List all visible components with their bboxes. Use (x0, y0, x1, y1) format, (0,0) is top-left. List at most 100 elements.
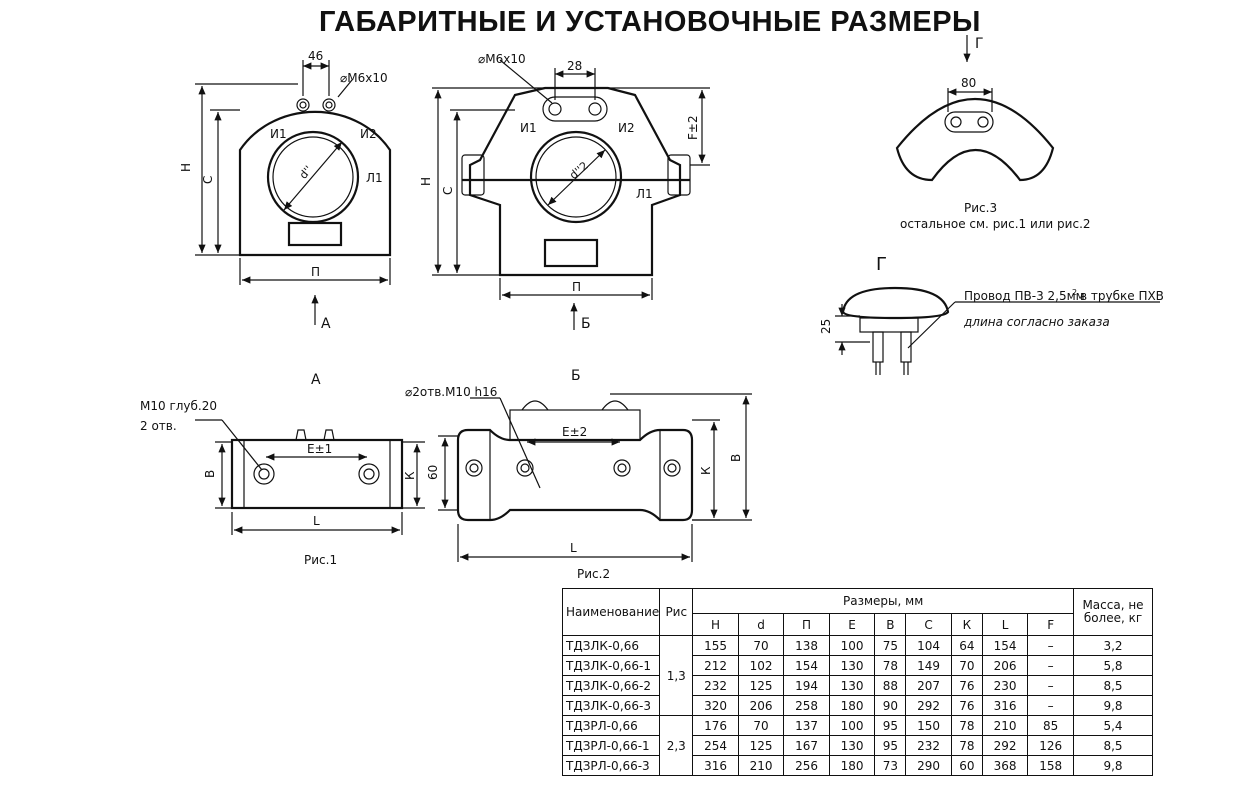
mass-cell: 9,8 (1073, 695, 1153, 716)
view-b-title: Б (571, 368, 581, 384)
dim-header: В (874, 613, 907, 636)
dim-cell: 138 (783, 635, 830, 656)
dim-cell: 125 (737, 675, 785, 696)
dim-cell: 180 (828, 755, 876, 776)
col-dims-header: Размеры, мм (692, 588, 1074, 614)
k-label-view-b: К (699, 466, 713, 475)
dim-cell: 95 (874, 715, 907, 736)
dim-cell: 78 (950, 735, 983, 756)
e2-label: Е±2 (562, 425, 587, 439)
view-g-title: Г (876, 254, 887, 275)
dim-cell: 85 (1027, 715, 1074, 736)
p-label-fig2: П (572, 280, 581, 294)
dim-cell: 207 (905, 675, 952, 696)
arrow-b-label: Б (581, 316, 591, 332)
dim-cell: 137 (783, 715, 830, 736)
e1-label: Е±1 (307, 442, 332, 456)
dim-header-row: Н d П Е В С К L F (563, 613, 1153, 636)
col-name-header: Наименование (561, 588, 661, 636)
view-b: Б ⌀2отв.М10 h16 Е±2 60 К В L (405, 368, 752, 562)
fig3-caption: Рис.3 (964, 201, 998, 215)
wire-note-2: в трубке ПХВ (1080, 289, 1164, 303)
dim-cell: 232 (905, 735, 952, 756)
dim-cell: 212 (692, 655, 739, 676)
dim-cell: – (1027, 655, 1074, 676)
view-a: А М10 глуб.20 2 отв. Е±1 В К L (140, 372, 425, 535)
dim-header: Е (828, 613, 876, 636)
dim-cell: 210 (981, 715, 1029, 736)
dim-cell: 126 (1027, 735, 1074, 756)
row-name: ТДЗРЛ-0,66-1 (561, 735, 661, 756)
dim-cell: 149 (905, 655, 952, 676)
p-label-fig1: П (311, 265, 320, 279)
d-label-fig1: d'' (297, 163, 315, 181)
dim-cell: 154 (981, 635, 1029, 656)
mass-cell: 5,8 (1073, 655, 1153, 676)
row-fig: 1,3 (659, 635, 694, 716)
h-label-fig2: Н (419, 177, 433, 186)
l1-label-fig1: Л1 (366, 171, 383, 185)
dim-cell: 290 (905, 755, 952, 776)
dim-header: Н (692, 613, 739, 636)
dim-header: С (905, 613, 952, 636)
row-name: ТДЗЛК-0,66-3 (561, 695, 661, 716)
dim-cell: – (1027, 635, 1074, 656)
dim-46-label: 46 (308, 49, 323, 63)
h-label-fig1: Н (179, 163, 193, 172)
mass-cell: 8,5 (1073, 735, 1153, 756)
row-name: ТДЗЛК-0,66-1 (561, 655, 661, 676)
dim-cell: – (1027, 675, 1074, 696)
dim-header: L (981, 613, 1029, 636)
dim-cell: 130 (828, 675, 876, 696)
fig1-front-view: 46 ⌀М6х10 И1 И2 Л1 d'' Н С П А (179, 49, 392, 332)
k-label-view-a: К (403, 471, 417, 480)
dim-28-label: 28 (567, 59, 582, 73)
m10-thread-label: ⌀2отв.М10 h16 (405, 385, 497, 399)
row-name: ТДЗРЛ-0,66-3 (561, 755, 661, 776)
dim-cell: 73 (874, 755, 907, 776)
dim-cell: 88 (874, 675, 907, 696)
b-label-view-b: В (729, 454, 743, 462)
col-mass-header: Масса, не более, кг (1073, 588, 1153, 636)
dim-25-label: 25 (819, 319, 833, 334)
m10-depth-label: М10 глуб.20 (140, 399, 217, 413)
dim-cell: 194 (783, 675, 830, 696)
dim-cell: 100 (828, 715, 876, 736)
b-label-view-a: В (203, 470, 217, 478)
dim-cell: 78 (950, 715, 983, 736)
mass-cell: 8,5 (1073, 675, 1153, 696)
i2-label-fig1: И2 (360, 127, 377, 141)
row-name: ТДЗРЛ-0,66 (561, 715, 661, 736)
dim-cell: 167 (783, 735, 830, 756)
dim-cell: 150 (905, 715, 952, 736)
f-label-fig2: F±2 (686, 115, 700, 140)
dim-cell: 368 (981, 755, 1029, 776)
fig2-caption: Рис.2 (577, 567, 611, 581)
m10-holes-label: 2 отв. (140, 419, 177, 433)
dim-cell: 76 (950, 675, 983, 696)
row-name: ТДЗЛК-0,66-2 (561, 675, 661, 696)
page-title: ГАБАРИТНЫЕ И УСТАНОВОЧНЫЕ РАЗМЕРЫ (319, 6, 981, 38)
row-fig: 2,3 (659, 715, 694, 776)
dim-cell: 95 (874, 735, 907, 756)
c-label-fig1: С (201, 176, 215, 184)
fig1-caption: Рис.1 (304, 553, 338, 567)
dim-80-label: 80 (961, 76, 976, 90)
dim-cell: 254 (692, 735, 739, 756)
dim-cell: 75 (874, 635, 907, 656)
i1-label-fig2: И1 (520, 121, 537, 135)
arrow-a-label: А (321, 316, 331, 332)
dim-cell: 125 (737, 735, 785, 756)
dim-cell: 316 (981, 695, 1029, 716)
dim-cell: 100 (828, 635, 876, 656)
view-g: Г 25 Провод ПВ-3 2,5мм 2 в трубке ПХВ дл… (819, 254, 1164, 375)
dim-cell: 176 (692, 715, 739, 736)
dim-cell: 78 (874, 655, 907, 676)
wire-note-sup: 2 (1072, 288, 1077, 297)
thread-m6-label-2: ⌀М6х10 (478, 52, 526, 66)
dim-cell: 155 (692, 635, 739, 656)
